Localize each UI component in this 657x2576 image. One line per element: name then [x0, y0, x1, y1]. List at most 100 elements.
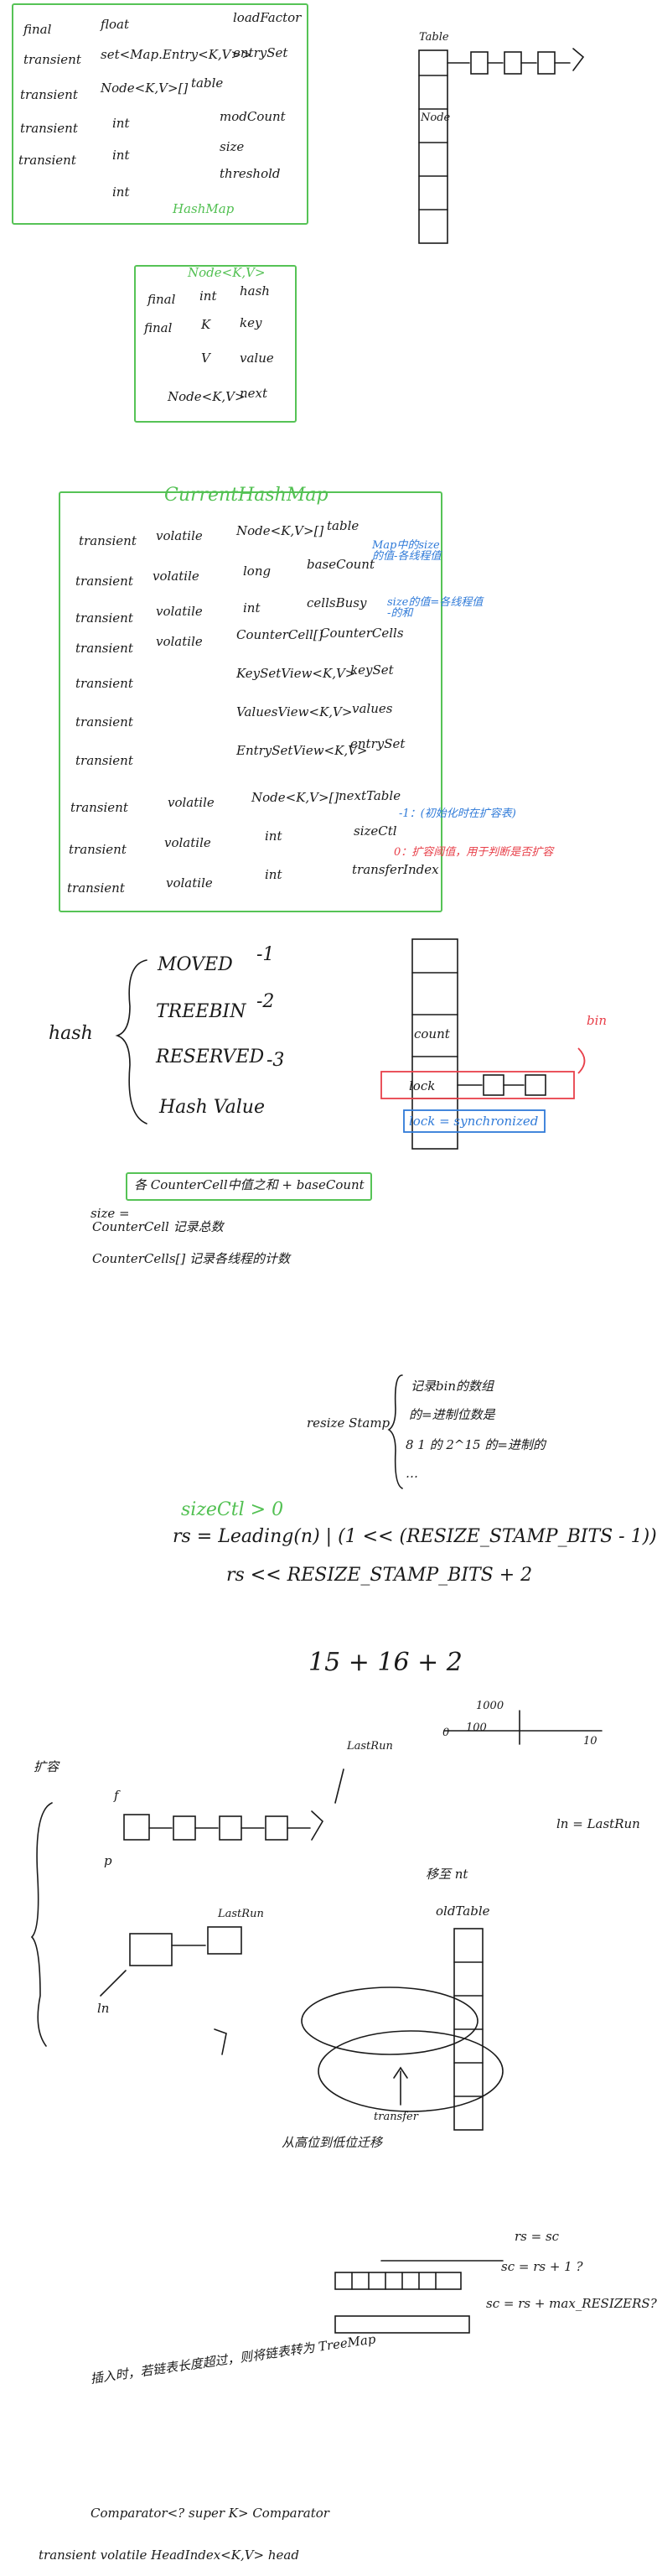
chm-field-name: cellsBusy — [307, 595, 367, 610]
rs-eq: rs = sc — [515, 2229, 560, 2244]
hashmap-field-type: float — [101, 17, 130, 32]
hashmap-field-type: int — [112, 148, 130, 163]
resize-stamp-note: 记录bin的数组 — [411, 1379, 494, 1394]
hashmap-field-name: loadFactor — [233, 10, 302, 25]
sync-label: lock = synchronized — [409, 1114, 539, 1129]
chm-field-modifier: transient — [70, 800, 128, 815]
size-prefix: size = — [91, 1206, 130, 1221]
table-label: Table — [419, 31, 449, 44]
hashmap-field-name: table — [191, 75, 224, 91]
hashmap-box — [12, 3, 308, 225]
hash-state-value: -1 — [256, 944, 275, 965]
chm-field-name: table — [327, 518, 360, 533]
chm-field-type: int — [265, 867, 282, 882]
note-countercells: size的值=各线程值 -的和 — [387, 596, 484, 620]
transfer-label: transfer — [374, 2111, 418, 2123]
sizectl-label: sizeCtl > 0 — [181, 1499, 284, 1520]
chm-field-type: Node<K,V>[] — [251, 790, 339, 805]
node-field-type: int — [199, 288, 217, 304]
chm-field-type: CounterCell[] — [236, 627, 323, 642]
hashmap-field-name: threshold — [220, 166, 281, 181]
node-field-modifier: final — [144, 320, 173, 335]
hashmap-field-type: int — [112, 184, 130, 200]
chm-field-modifier: transient — [75, 610, 133, 626]
hashmap-field-name: modCount — [220, 109, 286, 124]
hashmap-field-type: set<Map.Entry<K,V>> — [101, 47, 252, 62]
chm-field-volatile: volatile — [156, 528, 203, 543]
hashmap-field-modifier: final — [23, 22, 52, 37]
size-note-2: CounterCells[] 记录各线程的计数 — [92, 1251, 291, 1266]
chm-field-name: nextTable — [339, 788, 401, 803]
move-label: 移至 nt — [426, 1867, 468, 1882]
node-field-type: V — [201, 351, 210, 366]
lock-label: lock — [409, 1078, 436, 1093]
chm-field-type: EntrySetView<K,V> — [236, 743, 368, 758]
hashmap-field-modifier: transient — [18, 153, 76, 168]
comparator-row: Comparator<? super K> Comparator — [91, 2506, 329, 2521]
chm-field-type: long — [243, 564, 272, 579]
resize-stamp-note: 8 1 的 2^15 的=进制的 — [406, 1437, 546, 1452]
hashmap-field-modifier: transient — [23, 52, 81, 67]
hash-label: hash — [49, 1023, 93, 1044]
hash-state-value: -3 — [266, 1050, 285, 1071]
chm-title: CurrentHashMap — [164, 485, 328, 506]
chm-field-modifier: transient — [75, 753, 133, 768]
chm-field-type: ValuesView<K,V> — [236, 704, 353, 719]
ln-eq: ln = LastRun — [556, 1816, 640, 1831]
size-formula-box — [126, 1172, 372, 1201]
oldtable-label: oldTable — [436, 1903, 490, 1919]
chm-field-modifier: transient — [75, 676, 133, 691]
hashmap-field-modifier: transient — [20, 121, 78, 136]
chm-field-name: entrySet — [350, 736, 406, 751]
node-field-type: Node<K,V> — [168, 389, 246, 404]
transfer-note: 从高位到低位迁移 — [282, 2135, 383, 2150]
chm-field-name: baseCount — [307, 557, 375, 572]
chm-field-modifier: transient — [69, 842, 127, 857]
node-label: Node — [421, 112, 451, 124]
head-row: transient volatile HeadIndex<K,V> head — [39, 2547, 299, 2563]
chm-field-volatile: volatile — [156, 604, 203, 619]
chm-field-modifier: transient — [79, 533, 137, 548]
hash-state-value: -2 — [256, 991, 275, 1012]
node-field-name: key — [240, 315, 262, 330]
chm-field-name: transferIndex — [352, 862, 439, 877]
lastrun-label-2: LastRun — [218, 1908, 264, 1920]
hashmap-field-type: int — [112, 116, 130, 131]
chm-field-modifier: transient — [75, 714, 133, 730]
p-label: p — [104, 1853, 112, 1868]
hashmap-title: HashMap — [173, 201, 235, 216]
resize-stamp-note: … — [406, 1466, 418, 1481]
hash-state-name: RESERVED — [156, 1046, 265, 1067]
axis-label: 10 — [583, 1735, 598, 1748]
chm-field-name: CounterCells — [320, 626, 404, 641]
size-formula: 各 CounterCell中值之和 + baseCount — [134, 1177, 365, 1192]
formula-1: rs = Leading(n) | (1 << (RESIZE_STAMP_BI… — [173, 1526, 657, 1547]
formula-3: 15 + 16 + 2 — [308, 1648, 463, 1677]
chm-field-modifier: transient — [75, 641, 133, 656]
chm-box — [59, 491, 442, 912]
axis-label: 0 — [442, 1727, 450, 1739]
axis-label: 1000 — [476, 1700, 504, 1712]
chm-field-type: int — [265, 828, 282, 844]
chm-field-modifier: transient — [75, 574, 133, 589]
node-field-type: K — [201, 317, 211, 332]
count-label: count — [414, 1026, 450, 1041]
chm-field-volatile: volatile — [166, 875, 213, 891]
node-title: Node<K,V> — [188, 265, 266, 280]
chm-field-name: keySet — [350, 662, 394, 678]
chm-field-volatile: volatile — [156, 634, 203, 649]
note-sizectl-red: 0：扩容阈值，用于判断是否扩容 — [394, 846, 554, 859]
chm-field-name: sizeCtl — [354, 823, 397, 839]
hash-state-name: MOVED — [158, 954, 233, 975]
sc-check-1: sc = rs + 1 ? — [501, 2259, 583, 2274]
node-field-modifier: final — [147, 292, 176, 307]
hash-state-name: Hash Value — [159, 1097, 265, 1118]
formula-2: rs << RESIZE_STAMP_BITS + 2 — [226, 1565, 533, 1586]
node-box — [134, 265, 297, 423]
lastrun-label: LastRun — [347, 1740, 393, 1753]
transfer-title: 扩容 — [34, 1759, 59, 1774]
chm-field-volatile: volatile — [168, 795, 215, 810]
node-field-name: value — [240, 351, 274, 366]
chm-field-type: int — [243, 600, 261, 615]
